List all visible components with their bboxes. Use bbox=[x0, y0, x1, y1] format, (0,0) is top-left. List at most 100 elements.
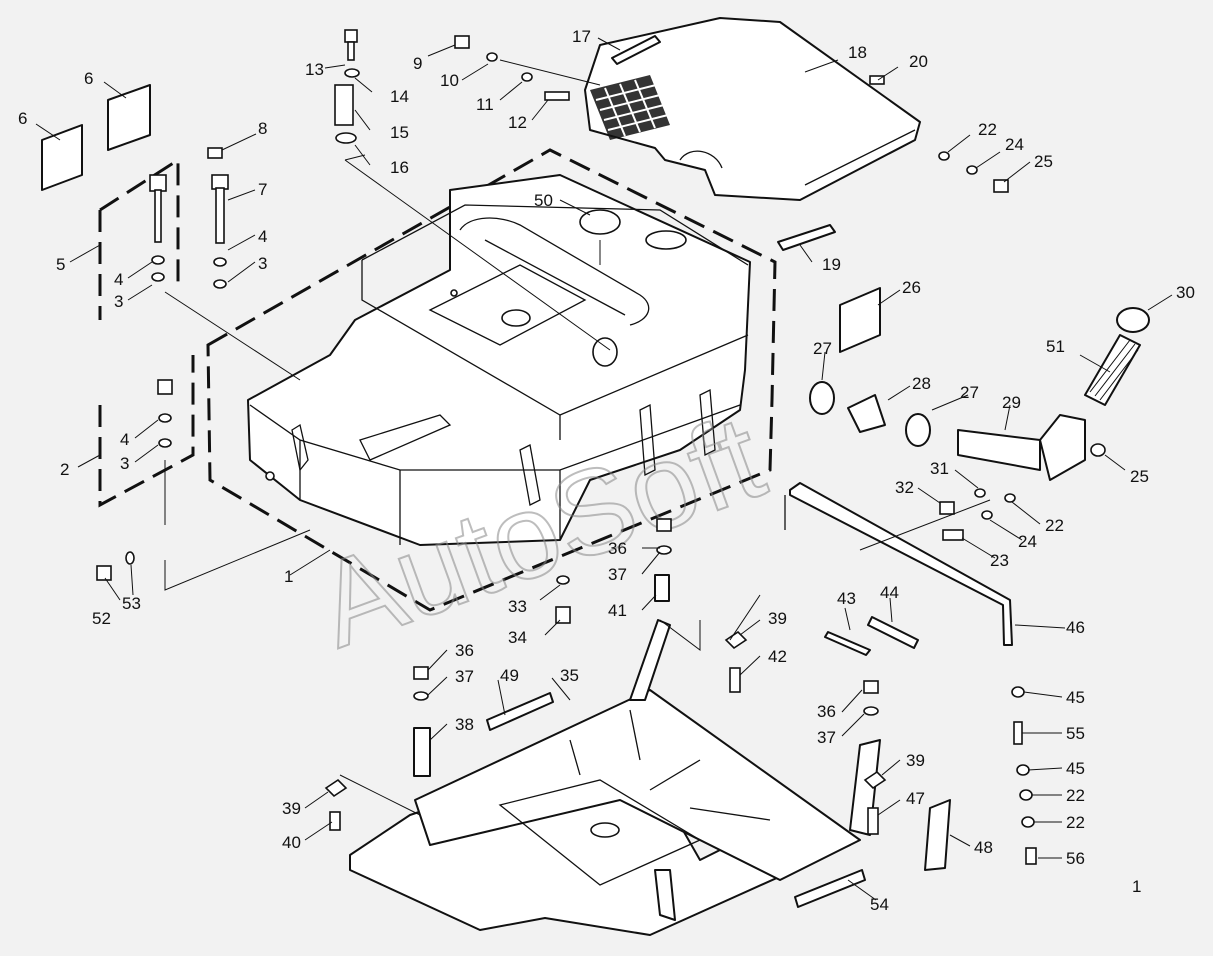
sender-rod-7 bbox=[207, 147, 229, 289]
drain-plug-52 bbox=[96, 565, 112, 581]
cover-plate bbox=[584, 17, 921, 201]
washer-37-b bbox=[656, 545, 672, 555]
callout-10: 10 bbox=[440, 71, 459, 90]
callout-8: 8 bbox=[258, 119, 267, 138]
callout-33: 33 bbox=[508, 597, 527, 616]
callout-4: 4 bbox=[258, 227, 267, 246]
callout-30: 30 bbox=[1176, 283, 1195, 302]
bolt-47 bbox=[867, 807, 879, 835]
callout-28: 28 bbox=[912, 374, 931, 393]
callout-17: 17 bbox=[572, 27, 591, 46]
callout-39: 39 bbox=[906, 751, 925, 770]
callout-35: 35 bbox=[560, 666, 579, 685]
callout-54: 54 bbox=[870, 895, 889, 914]
callout-29: 29 bbox=[1002, 393, 1021, 412]
callout-32: 32 bbox=[895, 478, 914, 497]
callout-34: 34 bbox=[508, 628, 527, 647]
callout-20: 20 bbox=[909, 52, 928, 71]
callout-47: 47 bbox=[906, 789, 925, 808]
callout-18: 18 bbox=[848, 43, 867, 62]
callout-3: 3 bbox=[120, 454, 129, 473]
callout-40: 40 bbox=[282, 833, 301, 852]
washer-31 bbox=[974, 488, 986, 498]
hardware-9-12 bbox=[454, 35, 885, 101]
strip-54 bbox=[794, 869, 866, 908]
callout-4: 4 bbox=[120, 430, 129, 449]
callout-45: 45 bbox=[1066, 688, 1085, 707]
callout-36: 36 bbox=[817, 702, 836, 721]
callout-13: 13 bbox=[305, 60, 324, 79]
tank-frame bbox=[206, 148, 777, 612]
spacer-41 bbox=[654, 574, 670, 602]
callout-36: 36 bbox=[608, 539, 627, 558]
callout-51: 51 bbox=[1046, 337, 1065, 356]
callout-39: 39 bbox=[768, 609, 787, 628]
washer-22-b bbox=[1004, 493, 1016, 503]
support-frame bbox=[349, 619, 881, 936]
callout-45: 45 bbox=[1066, 759, 1085, 778]
bracket-group-2 bbox=[98, 355, 195, 508]
fuel-tank bbox=[247, 174, 751, 546]
callout-3: 3 bbox=[114, 292, 123, 311]
callout-31: 31 bbox=[930, 459, 949, 478]
bracket-group-5 bbox=[98, 157, 180, 320]
callout-37: 37 bbox=[608, 565, 627, 584]
breather-tube-46 bbox=[789, 482, 1013, 646]
washer-22 bbox=[938, 151, 950, 161]
callout-22: 22 bbox=[978, 120, 997, 139]
grid-pattern bbox=[590, 75, 670, 140]
callout-7: 7 bbox=[258, 180, 267, 199]
callout-2: 2 bbox=[60, 460, 69, 479]
nut-32 bbox=[939, 501, 955, 515]
nut-34 bbox=[555, 606, 571, 624]
nut-25 bbox=[993, 179, 1009, 193]
callout-48: 48 bbox=[974, 838, 993, 857]
spacer-38 bbox=[413, 727, 431, 777]
screw-13-group bbox=[334, 29, 360, 144]
callout-3: 3 bbox=[258, 254, 267, 273]
callout-15: 15 bbox=[390, 123, 409, 142]
decal-26 bbox=[839, 287, 881, 353]
callout-55: 55 bbox=[1066, 724, 1085, 743]
plug-2 bbox=[157, 379, 173, 448]
nut-36-a bbox=[413, 666, 429, 680]
callout-1: 1 bbox=[284, 567, 293, 586]
callout-22: 22 bbox=[1066, 813, 1085, 832]
callout-labels: 1 2 3 3 3 4 4 4 5 6 6 7 8 9 10 11 12 13 … bbox=[18, 27, 1195, 914]
callout-27: 27 bbox=[960, 383, 979, 402]
tube-hardware bbox=[1011, 686, 1037, 865]
callout-44: 44 bbox=[880, 583, 899, 602]
bolt-23 bbox=[942, 529, 964, 541]
strip-49 bbox=[486, 692, 554, 731]
sender-rod-5 bbox=[149, 174, 167, 282]
plate-39-c bbox=[863, 770, 887, 790]
callout-12: 12 bbox=[508, 113, 527, 132]
callout-25: 25 bbox=[1034, 152, 1053, 171]
callout-27: 27 bbox=[813, 339, 832, 358]
sheet-number: 1 bbox=[1132, 877, 1141, 896]
callout-23: 23 bbox=[990, 551, 1009, 570]
leader-lines bbox=[35, 37, 1173, 901]
washer-37-c bbox=[863, 706, 879, 716]
callout-22: 22 bbox=[1045, 516, 1064, 535]
callout-6: 6 bbox=[84, 69, 93, 88]
callout-24: 24 bbox=[1005, 135, 1024, 154]
filler-neck-assembly bbox=[809, 307, 1150, 481]
bolt-40 bbox=[329, 811, 341, 831]
callout-53: 53 bbox=[122, 594, 141, 613]
washer-53 bbox=[125, 551, 135, 565]
washer-33 bbox=[556, 575, 570, 585]
nut-36-c bbox=[863, 680, 879, 694]
callout-37: 37 bbox=[455, 667, 474, 686]
callout-26: 26 bbox=[902, 278, 921, 297]
bolt-42 bbox=[729, 667, 741, 693]
callout-49: 49 bbox=[500, 666, 519, 685]
washer-24-b bbox=[981, 510, 993, 520]
callout-52: 52 bbox=[92, 609, 111, 628]
callout-39: 39 bbox=[282, 799, 301, 818]
callout-5: 5 bbox=[56, 255, 65, 274]
plate-39-b bbox=[724, 630, 748, 650]
callout-50: 50 bbox=[534, 191, 553, 210]
